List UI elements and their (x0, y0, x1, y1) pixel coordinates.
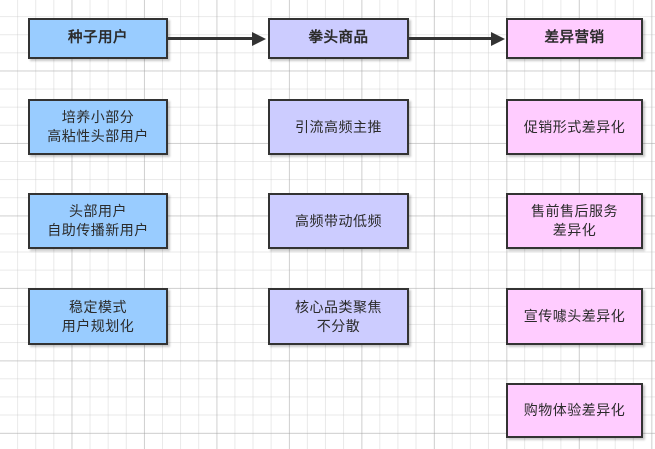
edge-product-to-marketing (409, 37, 491, 40)
node-seed-item-2[interactable]: 头部用户 自助传播新用户 (28, 193, 168, 249)
arrow-head-product-to-marketing-icon (491, 31, 505, 46)
node-seed-header[interactable]: 种子用户 (28, 18, 168, 59)
node-marketing-header[interactable]: 差异营销 (506, 18, 643, 59)
node-seed-item-3[interactable]: 稳定模式 用户规划化 (28, 288, 168, 345)
node-marketing-item-4[interactable]: 购物体验差异化 (506, 383, 643, 438)
node-product-item-2[interactable]: 高频带动低频 (268, 193, 409, 249)
node-marketing-item-1[interactable]: 促销形式差异化 (506, 99, 643, 155)
node-marketing-item-2[interactable]: 售前售后服务 差异化 (506, 193, 643, 249)
node-product-header[interactable]: 拳头商品 (268, 18, 409, 59)
node-product-item-1[interactable]: 引流高频主推 (268, 99, 409, 155)
node-seed-item-1[interactable]: 培养小部分 高粘性头部用户 (28, 99, 168, 155)
node-marketing-item-3[interactable]: 宣传噱头差异化 (506, 288, 643, 345)
arrow-head-seed-to-product-icon (252, 31, 266, 46)
edge-seed-to-product (168, 37, 252, 40)
node-product-item-3[interactable]: 核心品类聚焦 不分散 (268, 288, 409, 345)
